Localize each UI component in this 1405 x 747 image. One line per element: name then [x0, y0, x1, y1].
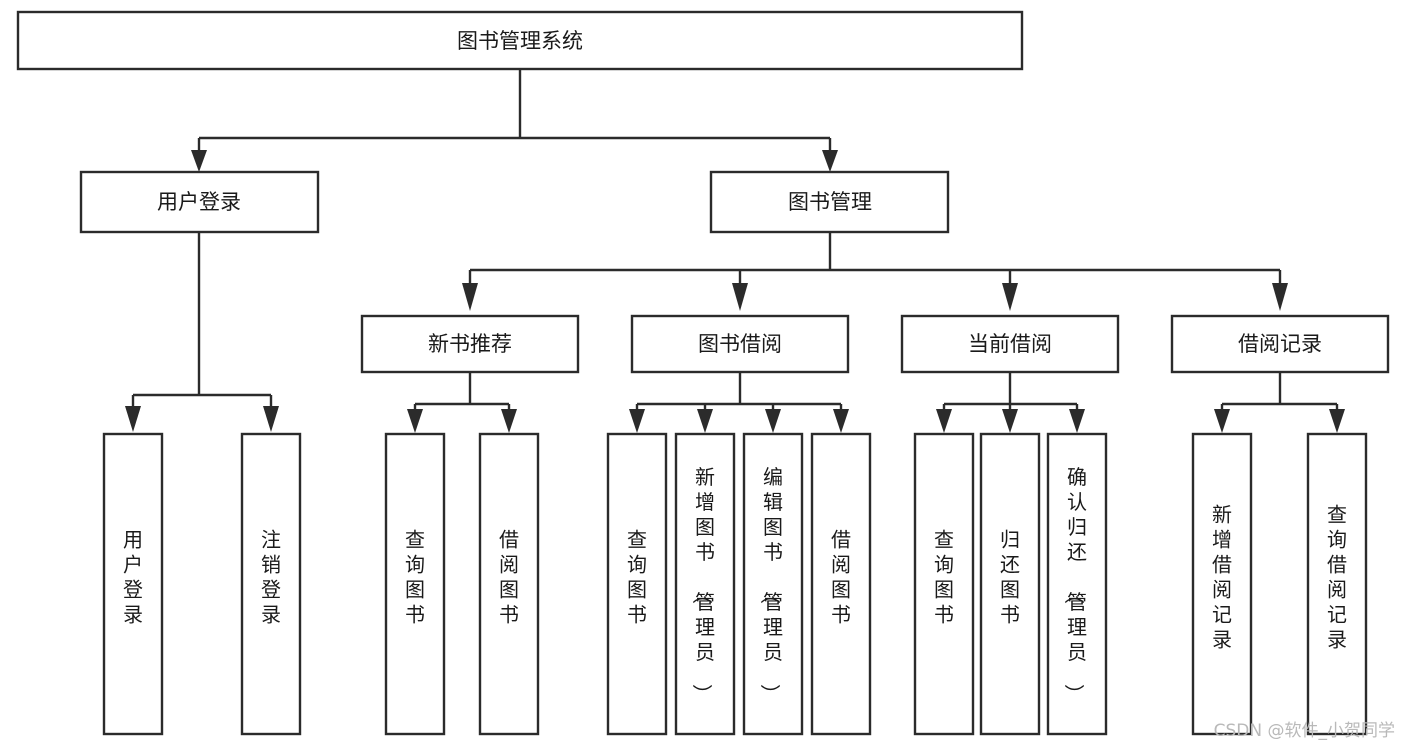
arrow-to-book-borrow — [732, 283, 748, 311]
arrow-leaf-current-borrow-2 — [1002, 409, 1018, 433]
leaf-box[interactable] — [384, 432, 446, 736]
leaf-label: 归还图书 — [1000, 528, 1020, 627]
leaf-label: 查询图书 — [934, 528, 954, 627]
leaf-box[interactable] — [742, 432, 804, 736]
arrow-leaf-current-borrow-3 — [1069, 409, 1085, 433]
leaf-book-borrow-borrow[interactable]: 借阅图书 — [810, 432, 872, 736]
node-book-manage[interactable]: 图书管理 — [709, 170, 950, 234]
node-borrow-record[interactable]: 借阅记录 — [1170, 314, 1390, 374]
leaf-label: 借阅图书 — [831, 528, 851, 627]
new-book-recommend-box[interactable] — [360, 314, 580, 374]
user-login-box[interactable] — [79, 170, 320, 234]
arrow-leaf-book-borrow-4 — [833, 409, 849, 433]
leaf-current-borrow-return[interactable]: 归还图书 — [979, 432, 1041, 736]
root-box[interactable] — [16, 10, 1024, 71]
leaf-box[interactable] — [478, 432, 540, 736]
leaf-box[interactable] — [1306, 432, 1368, 736]
book-manage-label: 图书管理 — [788, 190, 872, 214]
connector-layer — [125, 69, 1345, 433]
arrow-leaf-borrow-record-1 — [1214, 409, 1230, 433]
leaf-current-borrow-confirm[interactable]: 确认归还（管理员） — [1046, 432, 1108, 736]
arrow-to-borrow-record — [1272, 283, 1288, 311]
arrow-leaf-user-login-1 — [125, 406, 141, 432]
leaf-book-borrow-query[interactable]: 查询图书 — [606, 432, 668, 736]
arrow-leaf-book-borrow-1 — [629, 409, 645, 433]
arrow-to-book-manage — [822, 150, 838, 172]
leaf-box[interactable] — [1046, 432, 1108, 736]
arrow-leaf-user-login-2 — [263, 406, 279, 432]
leaf-user-login-logout[interactable]: 注销登录 — [240, 432, 302, 736]
root-label: 图书管理系统 — [457, 29, 583, 53]
current-borrow-box[interactable] — [900, 314, 1120, 374]
arrow-to-new-book-recommend — [462, 283, 478, 311]
leaf-label: 查询图书 — [627, 528, 647, 627]
leaf-box[interactable] — [240, 432, 302, 736]
leaf-label: 新增图书（管理员） — [690, 465, 715, 704]
leaf-label: 查询图书 — [405, 528, 425, 627]
leaf-book-borrow-edit[interactable]: 编辑图书（管理员） — [742, 432, 804, 736]
leaf-box[interactable] — [810, 432, 872, 736]
arrow-leaf-new-book-2 — [501, 409, 517, 433]
leaf-label: 用户登录 — [123, 528, 143, 627]
leaf-book-borrow-add[interactable]: 新增图书（管理员） — [674, 432, 736, 736]
node-new-book-recommend[interactable]: 新书推荐 — [360, 314, 580, 374]
arrow-to-user-login — [191, 150, 207, 172]
user-login-label: 用户登录 — [157, 190, 241, 214]
leaf-box[interactable] — [979, 432, 1041, 736]
leaf-box[interactable] — [913, 432, 975, 736]
leaf-current-borrow-query[interactable]: 查询图书 — [913, 432, 975, 736]
leaf-box[interactable] — [606, 432, 668, 736]
book-borrow-label: 图书借阅 — [698, 332, 782, 356]
new-book-recommend-label: 新书推荐 — [428, 332, 512, 356]
leaf-label: 注销登录 — [261, 528, 281, 627]
leaf-box[interactable] — [674, 432, 736, 736]
leaf-new-book-borrow[interactable]: 借阅图书 — [478, 432, 540, 736]
arrow-leaf-book-borrow-2 — [697, 409, 713, 433]
node-current-borrow[interactable]: 当前借阅 — [900, 314, 1120, 374]
arrow-leaf-book-borrow-3 — [765, 409, 781, 433]
leaf-box[interactable] — [1191, 432, 1253, 736]
current-borrow-label: 当前借阅 — [968, 332, 1052, 356]
arrow-to-current-borrow — [1002, 283, 1018, 311]
leaf-label: 编辑图书（管理员） — [758, 465, 783, 704]
leaf-box[interactable] — [102, 432, 164, 736]
arrow-leaf-new-book-1 — [407, 409, 423, 433]
leaf-label: 新增借阅记录 — [1212, 503, 1232, 652]
leaf-borrow-record-add[interactable]: 新增借阅记录 — [1191, 432, 1253, 736]
book-borrow-box[interactable] — [630, 314, 850, 374]
borrow-record-box[interactable] — [1170, 314, 1390, 374]
leaf-label: 借阅图书 — [499, 528, 519, 627]
leaf-new-book-query[interactable]: 查询图书 — [384, 432, 446, 736]
node-user-login[interactable]: 用户登录 — [79, 170, 320, 234]
arrow-leaf-borrow-record-2 — [1329, 409, 1345, 433]
leaf-user-login-login[interactable]: 用户登录 — [102, 432, 164, 736]
leaf-borrow-record-query[interactable]: 查询借阅记录 — [1306, 432, 1368, 736]
leaf-label: 确认归还（管理员） — [1062, 465, 1087, 704]
borrow-record-label: 借阅记录 — [1238, 332, 1322, 356]
book-manage-box[interactable] — [709, 170, 950, 234]
arrow-leaf-current-borrow-1 — [936, 409, 952, 433]
node-root[interactable]: 图书管理系统 — [16, 10, 1024, 71]
node-book-borrow[interactable]: 图书借阅 — [630, 314, 850, 374]
leaf-label: 查询借阅记录 — [1327, 503, 1347, 652]
